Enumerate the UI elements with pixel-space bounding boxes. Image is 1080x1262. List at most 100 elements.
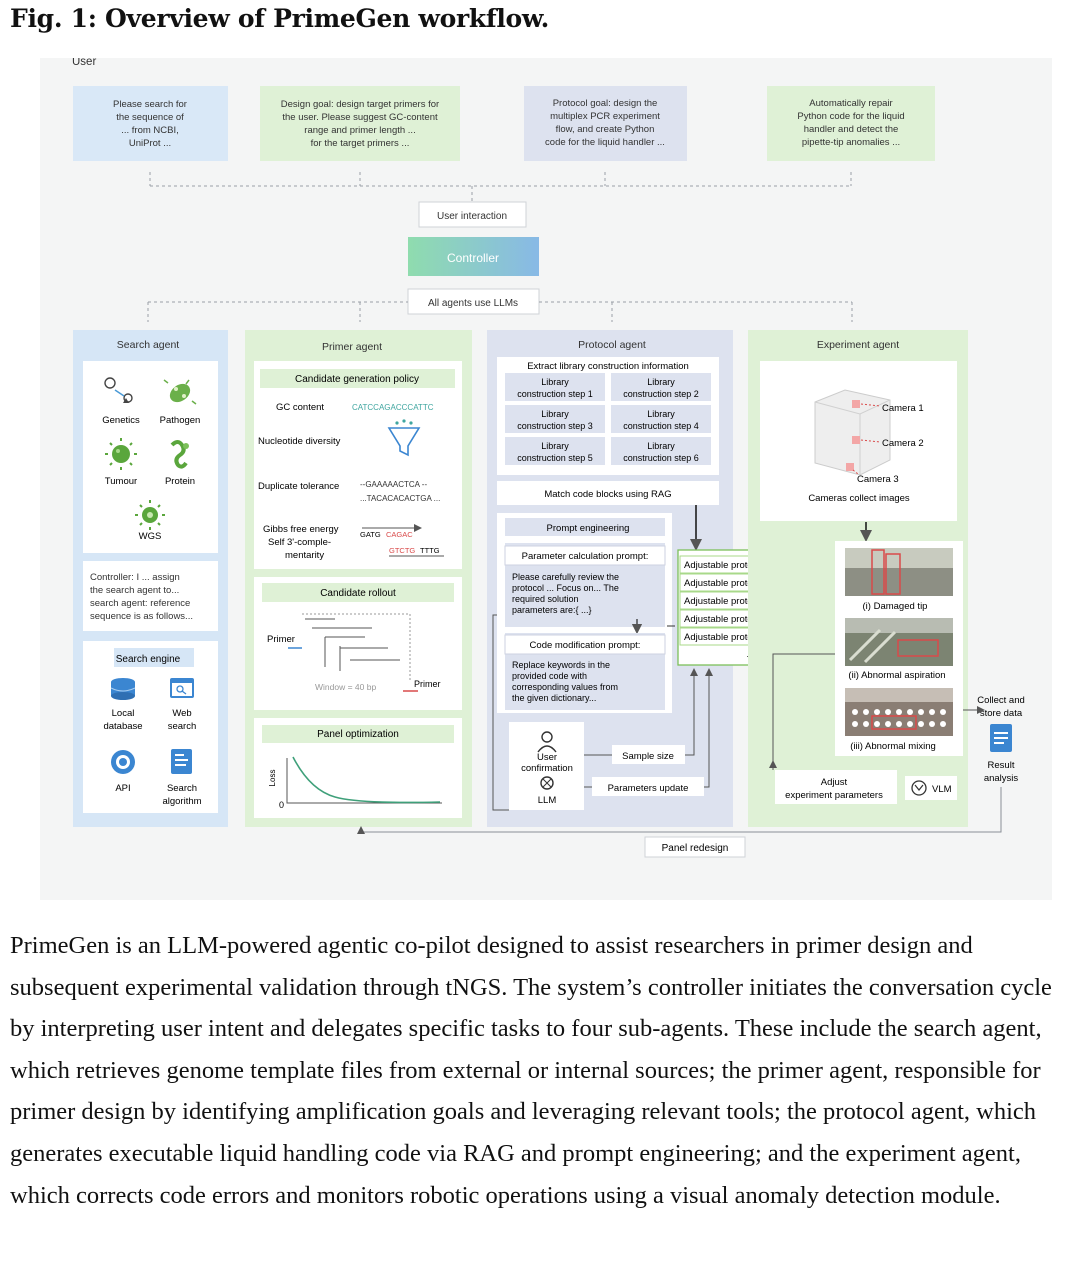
wgs-icon [135, 500, 165, 530]
abnormal-mixing-photo [845, 688, 953, 736]
panel-optimization-title: Panel optimization [317, 729, 399, 740]
protocol-agent-panel: Protocol agent Extract library construct… [487, 330, 829, 827]
cameras-caption: Cameras collect images [808, 493, 910, 504]
engine-label: API [115, 783, 130, 794]
generation-policy-box [254, 361, 462, 569]
adjust-label: experiment parameters [785, 790, 883, 801]
loss-zero: 0 [279, 800, 284, 810]
step-label: Library [647, 409, 675, 419]
camera-label: Camera 2 [882, 438, 924, 449]
gibbs-seq: TTTG [420, 546, 440, 555]
prompt-text: Automatically repair [809, 98, 892, 109]
extract-title: Extract library construction information [527, 361, 689, 372]
step-label: Library [541, 377, 569, 387]
protein-label: Protein [165, 476, 195, 487]
primer-agent-panel: Primer agent Candidate generation policy… [245, 330, 472, 827]
gibbs-seq: CAGAC [386, 530, 413, 539]
protocol-arrows [492, 614, 713, 811]
step-label: Library [647, 377, 675, 387]
rollout-tree [302, 613, 411, 682]
user-interaction-box [418, 201, 527, 228]
vlm-label: VLM [932, 784, 952, 795]
step-label: construction step 3 [517, 421, 593, 431]
step-label: Library [541, 409, 569, 419]
search-engine-title: Search engine [116, 654, 181, 665]
user-interaction-label: User interaction [437, 211, 507, 222]
search-engine-box [83, 641, 218, 813]
user-confirmation-label: User [537, 752, 557, 763]
engine-label: Web [172, 708, 191, 719]
experiment-arrows [769, 653, 835, 770]
experiment-agent-title: Experiment agent [817, 339, 899, 351]
controller-label: Controller [447, 251, 499, 265]
primer-left-label: Primer [267, 634, 295, 645]
camera-label: Camera 3 [857, 474, 899, 485]
collect-label: Collect and [977, 695, 1025, 706]
step-label: construction step 5 [517, 453, 593, 463]
result-label: analysis [984, 773, 1019, 784]
search-agent-panel: Search agent Genetics Pathogen Tumour Pr… [73, 330, 228, 827]
panel-redesign-label: Panel redesign [662, 843, 729, 854]
code-line: provided code with [512, 671, 587, 681]
damaged-tip-photo [845, 548, 953, 596]
dup-seq2: ...TACACACACTGA ... [360, 494, 440, 503]
panel-redesign-loop [357, 787, 1002, 834]
protocol-agent-title: Protocol agent [578, 339, 646, 351]
camera-label: Camera 1 [882, 403, 924, 414]
params-update-box [592, 777, 704, 796]
llm-icon [540, 776, 554, 790]
code-line: the given dictionary... [512, 693, 596, 703]
code-prompt-title: Code modification prompt: [530, 640, 641, 651]
primer-right-label: Primer [414, 679, 441, 689]
prompt-text: the sequence of [116, 112, 184, 123]
prompt-text: Design goal: design target primers for [281, 99, 439, 110]
prompt-text: UniProt ... [129, 138, 171, 149]
document-icon [990, 724, 1012, 752]
code-prompt-text: Replace keywords in the provided code wi… [512, 660, 618, 703]
panel-redesign-box [644, 836, 746, 858]
param-line: protocol ... Focus on... The [512, 583, 619, 593]
api-icon [111, 750, 135, 774]
local-database-icon [110, 678, 136, 700]
figure-caption: PrimeGen is an LLM-powered agentic co-pi… [10, 932, 1052, 1209]
rag-box [497, 481, 719, 505]
user-icon [537, 731, 557, 753]
abnormal-aspiration-photo [845, 618, 953, 666]
prompt-text: Please search for [113, 99, 187, 110]
prompt-text: multiplex PCR experiment [550, 111, 660, 122]
gibbs-label: mentarity [285, 550, 324, 561]
code-line: corresponding values from [512, 682, 618, 692]
controller-note-box [83, 561, 218, 631]
search-engine-header [114, 648, 194, 667]
param-line: required solution [512, 594, 579, 604]
gibbs-seq: GTCTG [389, 546, 415, 555]
prompt-text: pipette-tip anomalies ... [802, 137, 900, 148]
tumour-label: Tumour [105, 476, 137, 487]
param-prompt-text: Please carefully review the protocol ...… [512, 572, 619, 615]
step-label: construction step 6 [623, 453, 699, 463]
tumour-icon [105, 438, 137, 470]
prompt-box-protocol [524, 86, 687, 161]
camera-cube-icon [814, 389, 891, 476]
workflow-figure: User Please search for the sequence of .… [40, 56, 1052, 900]
protocol-block-label: Adjustable protocol block 4 [684, 614, 798, 625]
web-search-icon [170, 678, 194, 698]
collect-label: store data [980, 708, 1023, 719]
prompt-text: the user. Please suggest GC-content [282, 112, 438, 123]
prompt-box-experiment [767, 86, 935, 161]
engine-label: Search [167, 783, 197, 794]
vlm-box [905, 776, 957, 800]
prompt-text: handler and detect the [804, 124, 899, 135]
duplicate-label: Duplicate tolerance [258, 481, 339, 492]
genetics-label: Genetics [102, 415, 140, 426]
step-label: Library [541, 441, 569, 451]
engine-label: search [168, 721, 197, 732]
sample-size-box [612, 745, 685, 764]
gibbs-label: Self 3'-comple- [268, 537, 331, 548]
window-label: Window = 40 bp [315, 682, 376, 692]
anomaly-label: (iii) Abnormal mixing [850, 741, 936, 752]
vlm-icon [911, 780, 927, 796]
user-llm-box [509, 722, 584, 810]
protocol-block-label: Adjustable protocol block 3 [684, 596, 798, 607]
user-connectors [149, 172, 852, 202]
